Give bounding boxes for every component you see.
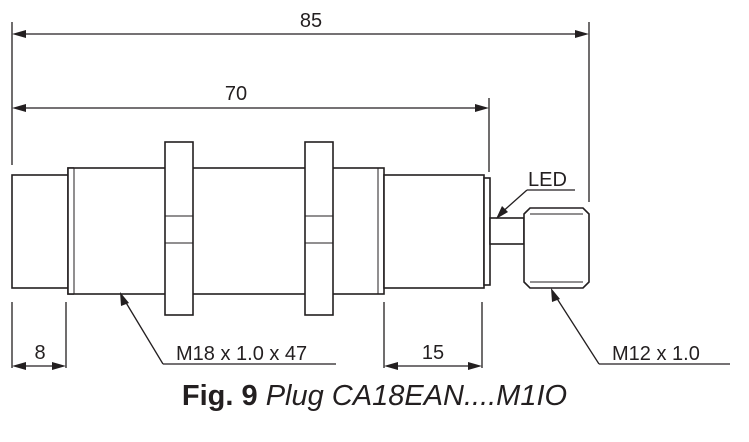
dimension-rear-plain: 8 (12, 342, 66, 370)
dimension-front-plain-label: 15 (422, 342, 444, 364)
dimension-body-label: 70 (225, 83, 247, 105)
figure-number: Fig. 9 (181, 380, 258, 412)
led-leader: LED (496, 169, 575, 219)
mounting-nut-front (304, 141, 334, 316)
extension-lines (11, 22, 590, 368)
dimension-rear-plain-label: 8 (34, 342, 45, 364)
m12-connector (489, 207, 590, 289)
body-thread-label: M18 x 1.0 x 47 (176, 343, 307, 365)
led-label: LED (528, 169, 567, 191)
figure-caption: Fig. 9 Plug CA18EAN....M1IO (0, 380, 749, 413)
mounting-nut-rear (164, 141, 194, 316)
connector-thread-label: M12 x 1.0 (612, 343, 700, 365)
dimension-overall-label: 85 (300, 10, 322, 32)
dimension-front-plain: 15 (384, 342, 482, 370)
connector-thread-leader: M12 x 1.0 (551, 288, 730, 365)
dimension-body-length: 70 (12, 83, 489, 112)
dimension-overall-length: 85 (12, 10, 589, 38)
sensor-body (11, 167, 491, 295)
body-thread-leader: M18 x 1.0 x 47 (120, 292, 336, 365)
figure-model: Plug CA18EAN....M1IO (265, 380, 568, 412)
